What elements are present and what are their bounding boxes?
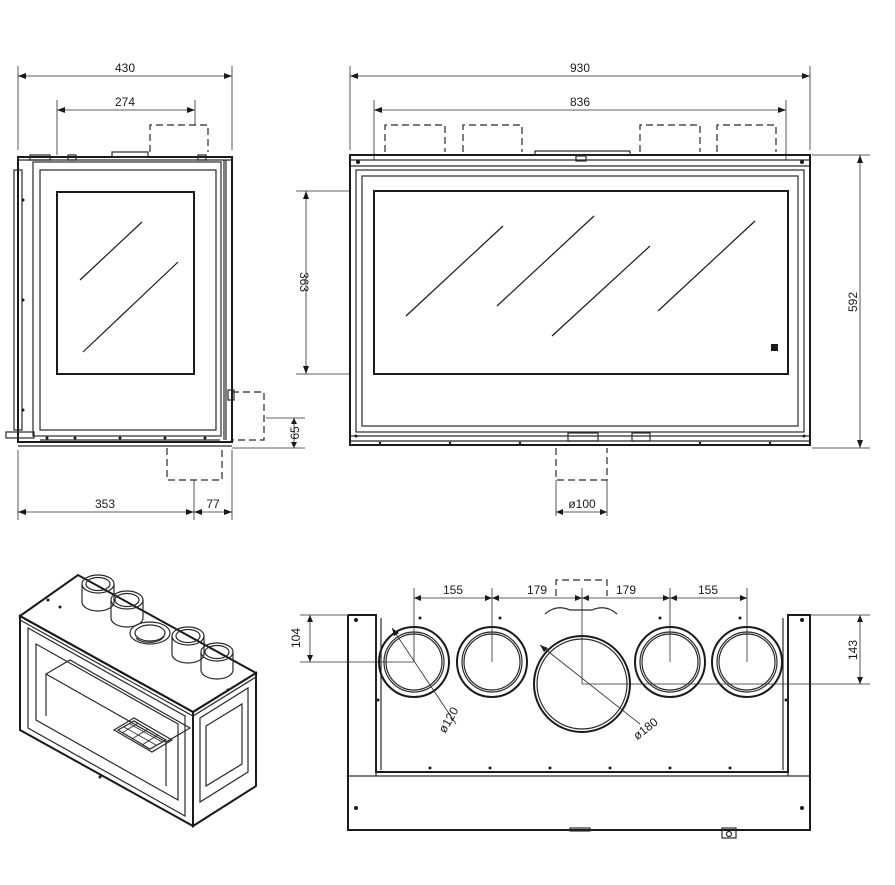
dim-line-outlet-offset (56, 100, 196, 155)
side-glass (56, 191, 195, 375)
dim-glass-height: 363 (297, 272, 311, 292)
top-body (347, 614, 811, 839)
top-view: 155 179 179 155 104 143 ø120 (289, 579, 870, 839)
dim-line-outlets-span (373, 100, 787, 160)
dim-line-base (17, 450, 233, 520)
front-outlet-2-dashed (462, 124, 523, 152)
isometric-outlets (81, 574, 234, 680)
front-outlet-3-dashed (639, 124, 701, 152)
side-body (5, 151, 233, 447)
dim-line-offset-left (300, 614, 414, 663)
dim-line-inlet-height (232, 417, 305, 449)
dim-height: 592 (846, 292, 860, 312)
dim-small-diameter: ø120 (436, 704, 462, 735)
side-bottom-inlet-dashed (166, 448, 223, 481)
dim-inlet-width: 77 (206, 497, 220, 511)
front-view: 930 836 (296, 61, 870, 516)
isometric-view (18, 573, 258, 828)
side-view: 430 274 (5, 61, 305, 520)
dim-offset-right: 143 (846, 640, 860, 660)
dim-inlet-diameter: ø100 (568, 497, 596, 511)
dim-line-width (349, 66, 811, 150)
dim-line-inlet-diameter (555, 480, 608, 516)
dim-spacing-inner-right: 179 (616, 583, 636, 597)
dim-spacing-outer-left: 155 (443, 583, 463, 597)
dim-spacing-outer-right: 155 (698, 583, 718, 597)
front-glass (373, 190, 789, 375)
dim-line-glass-height (296, 190, 350, 375)
dim-spacing-inner-left: 179 (527, 583, 547, 597)
dim-line-offset-right (582, 614, 870, 685)
dim-line-spacing (413, 588, 748, 684)
isometric-grate (112, 717, 174, 753)
dim-inlet-height: 65 (288, 426, 302, 440)
front-bottom-inlet-dashed (555, 448, 608, 481)
top-center-inlet-dashed (555, 579, 608, 596)
side-outlet-dashed (149, 124, 209, 152)
dim-line-small-diameter (391, 627, 457, 725)
dim-line-height (812, 154, 870, 449)
dim-line-large-diameter (539, 644, 641, 725)
dim-outlet-offset: 274 (115, 95, 135, 109)
dim-offset-left: 104 (289, 628, 303, 648)
front-outlet-4-dashed (716, 124, 777, 152)
dim-depth: 430 (115, 61, 135, 75)
dim-outlets-span: 836 (570, 95, 590, 109)
dim-large-diameter: ø180 (630, 715, 660, 743)
dim-base-depth: 353 (95, 497, 115, 511)
dim-line-depth (17, 66, 233, 150)
front-outlet-1-dashed (384, 124, 446, 152)
front-body (349, 150, 811, 446)
side-right-inlet-dashed (232, 391, 265, 441)
dim-width: 930 (570, 61, 590, 75)
